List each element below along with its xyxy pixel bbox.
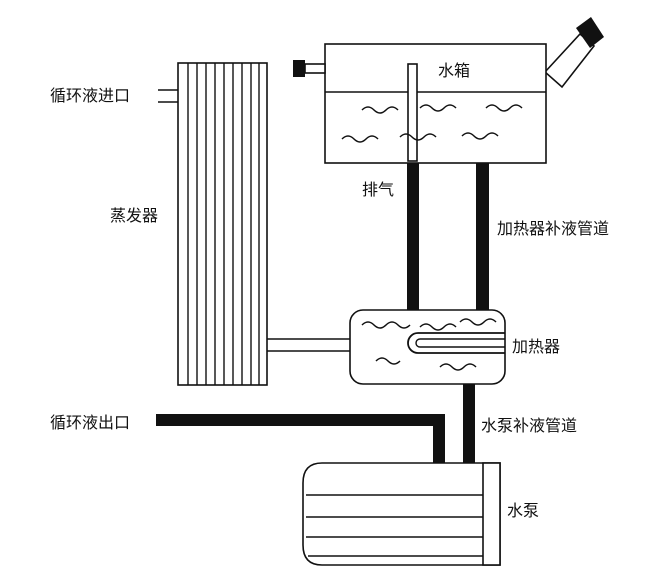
vent-pipe bbox=[407, 163, 419, 311]
outlet-label: 循环液出口 bbox=[50, 413, 130, 432]
heater-waves bbox=[361, 318, 497, 371]
tank-cap bbox=[576, 17, 604, 48]
evaporator-label: 蒸发器 bbox=[110, 206, 158, 225]
inlet-label: 循环液进口 bbox=[50, 86, 130, 105]
pump-refill-pipe bbox=[463, 383, 475, 463]
heater bbox=[349, 309, 506, 385]
outlet-pipe-vertical bbox=[433, 414, 445, 463]
vent-tube bbox=[407, 63, 418, 162]
heater-refill-pipe-label: 加热器补液管道 bbox=[497, 219, 609, 238]
water-pump bbox=[302, 462, 501, 566]
heater-refill-pipe bbox=[476, 163, 489, 311]
outlet-pipe-horizontal bbox=[156, 414, 445, 426]
evaporator bbox=[177, 62, 268, 386]
water-tank bbox=[293, 17, 604, 164]
evaporator-to-heater-pipe bbox=[267, 338, 350, 352]
tank-label: 水箱 bbox=[438, 61, 470, 80]
pump-label: 水泵 bbox=[507, 501, 539, 520]
heating-element bbox=[407, 332, 505, 354]
heater-label: 加热器 bbox=[512, 337, 560, 356]
tank-water-waves bbox=[341, 104, 523, 143]
inlet-pipe bbox=[158, 89, 178, 103]
evaporator-fins bbox=[187, 63, 260, 385]
pump-lines bbox=[306, 494, 483, 557]
tank-valve bbox=[304, 63, 326, 74]
thick-pipes bbox=[156, 163, 489, 463]
vent-label: 排气 bbox=[362, 180, 394, 199]
pump-refill-pipe-label: 水泵补液管道 bbox=[481, 416, 577, 435]
